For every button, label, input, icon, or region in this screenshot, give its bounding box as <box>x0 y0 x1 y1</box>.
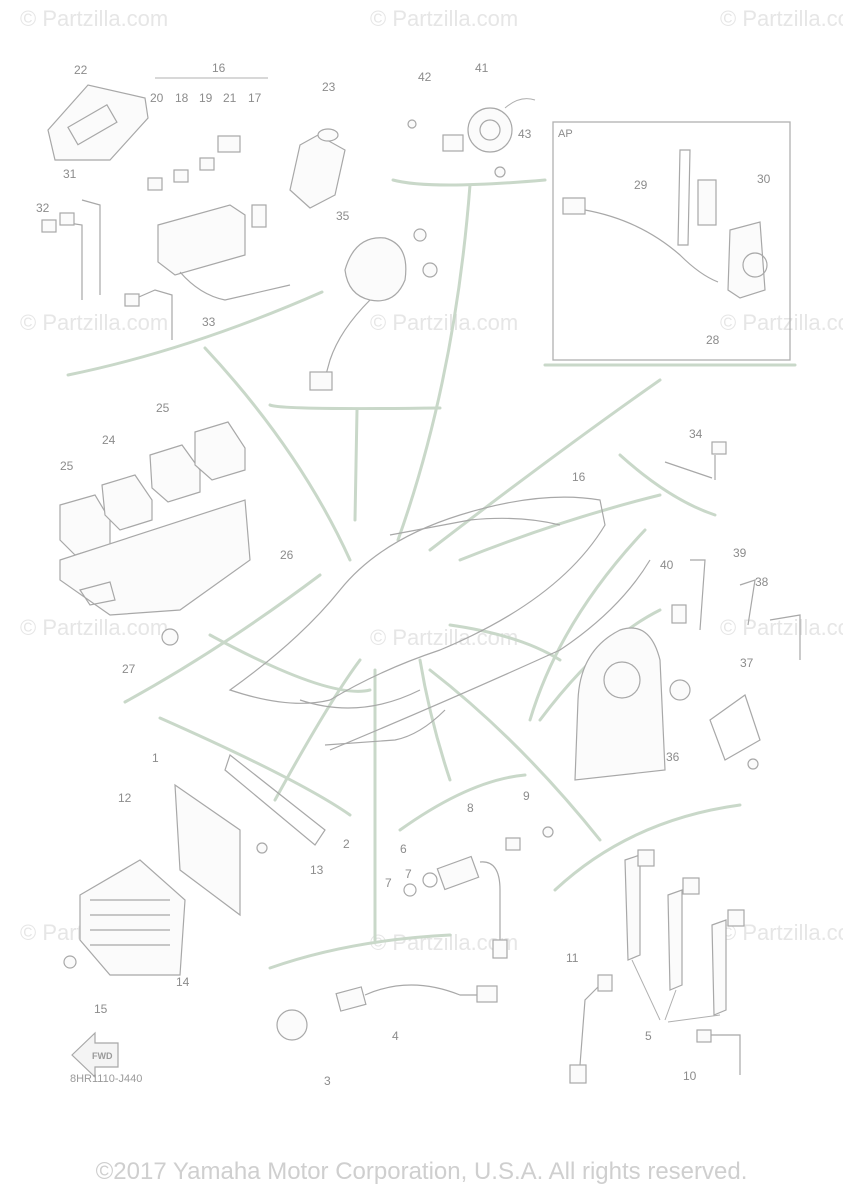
callout-42: 42 <box>418 70 432 84</box>
watermark: © Partzilla.com <box>720 615 843 640</box>
watermark: © Partzilla.com <box>370 310 518 335</box>
part-41-switch <box>407 98 536 178</box>
callout-9: 9 <box>523 789 530 803</box>
callout-6: 6 <box>400 842 407 856</box>
part-3-4-sensor <box>276 984 498 1041</box>
callout-19: 19 <box>199 91 213 105</box>
copyright-notice: ©2017 Yamaha Motor Corporation, U.S.A. A… <box>95 1158 748 1185</box>
callout-15: 15 <box>94 1002 108 1016</box>
fwd-label: FWD <box>92 1051 113 1061</box>
callout-32: 32 <box>36 201 50 215</box>
callout-17: 17 <box>248 91 262 105</box>
callout-1: 1 <box>152 751 159 765</box>
callout-3: 3 <box>324 1074 331 1088</box>
callout-10: 10 <box>683 1069 697 1083</box>
callout-38: 38 <box>755 575 769 589</box>
part-36-37-38-39-40 <box>574 559 801 781</box>
callout-14: 14 <box>176 975 190 989</box>
watermark: © Partzilla.com <box>370 6 518 31</box>
group-leader-lines <box>66 178 797 970</box>
part-5-10-11-coils <box>569 849 745 1084</box>
callout-7: 7 <box>385 876 392 890</box>
callout-4: 4 <box>392 1029 399 1043</box>
callout-23: 23 <box>322 80 336 94</box>
callout-35: 35 <box>336 209 350 223</box>
watermark: © Partzilla.com <box>370 625 518 650</box>
part-16-fuse-box <box>147 77 291 301</box>
vehicle-hull <box>228 496 651 751</box>
callout-20: 20 <box>150 91 164 105</box>
callout-41: 41 <box>475 61 489 75</box>
callout-34: 34 <box>689 427 703 441</box>
callout-36: 36 <box>666 750 680 764</box>
callout-18: 18 <box>175 91 189 105</box>
part-28-29-30-ap <box>562 149 768 299</box>
part-31-32-33-ties <box>41 199 173 340</box>
callout-29: 29 <box>634 178 648 192</box>
callout-2: 2 <box>343 837 350 851</box>
callout-24: 24 <box>102 433 116 447</box>
callout-39: 39 <box>733 546 747 560</box>
callout-labels: 1 2 3 4 5 6 7 7 8 9 10 11 12 13 14 15 16… <box>36 61 771 1088</box>
callout-40: 40 <box>660 558 674 572</box>
callout-8: 8 <box>467 801 474 815</box>
callout-13: 13 <box>310 863 324 877</box>
part-23-cylinder <box>289 128 346 209</box>
callout-25: 25 <box>60 459 74 473</box>
callout-7: 7 <box>405 867 412 881</box>
part-6-7-8-9-sensor <box>403 826 554 959</box>
ap-label: AP <box>558 128 573 140</box>
callout-16: 16 <box>212 61 226 75</box>
watermark: © Partzilla.com <box>720 310 843 335</box>
watermark-group: © Partzilla.com © Partzilla.com © Partzi… <box>20 6 843 955</box>
callout-16: 16 <box>572 470 586 484</box>
callout-12: 12 <box>118 791 132 805</box>
callout-33: 33 <box>202 315 216 329</box>
part-1-2-12-13-14-15-ecu <box>63 753 326 976</box>
callout-5: 5 <box>645 1029 652 1043</box>
callout-21: 21 <box>223 91 237 105</box>
callout-26: 26 <box>280 548 294 562</box>
part-24-25-relays <box>59 421 251 646</box>
watermark: © Partzilla.com <box>20 615 168 640</box>
callout-37: 37 <box>740 656 754 670</box>
callout-31: 31 <box>63 167 77 181</box>
watermark: © Partzilla.com <box>20 6 168 31</box>
callout-11: 11 <box>566 951 579 965</box>
callout-27: 27 <box>122 662 136 676</box>
watermark: © Partzilla.com <box>20 310 168 335</box>
callout-30: 30 <box>757 172 771 186</box>
callout-28: 28 <box>706 333 720 347</box>
callout-22: 22 <box>74 63 88 77</box>
watermark: © Partzilla.com <box>720 6 843 31</box>
part-22-panel <box>47 84 149 161</box>
diagram-code: 8HR1110-J440 <box>70 1073 142 1085</box>
forward-arrow-icon: FWD <box>71 1031 119 1079</box>
callout-43: 43 <box>518 127 532 141</box>
callout-25: 25 <box>156 401 170 415</box>
ap-inset-box <box>552 121 791 361</box>
part-35-main-switch <box>309 228 438 391</box>
part-34-tie <box>664 441 727 480</box>
